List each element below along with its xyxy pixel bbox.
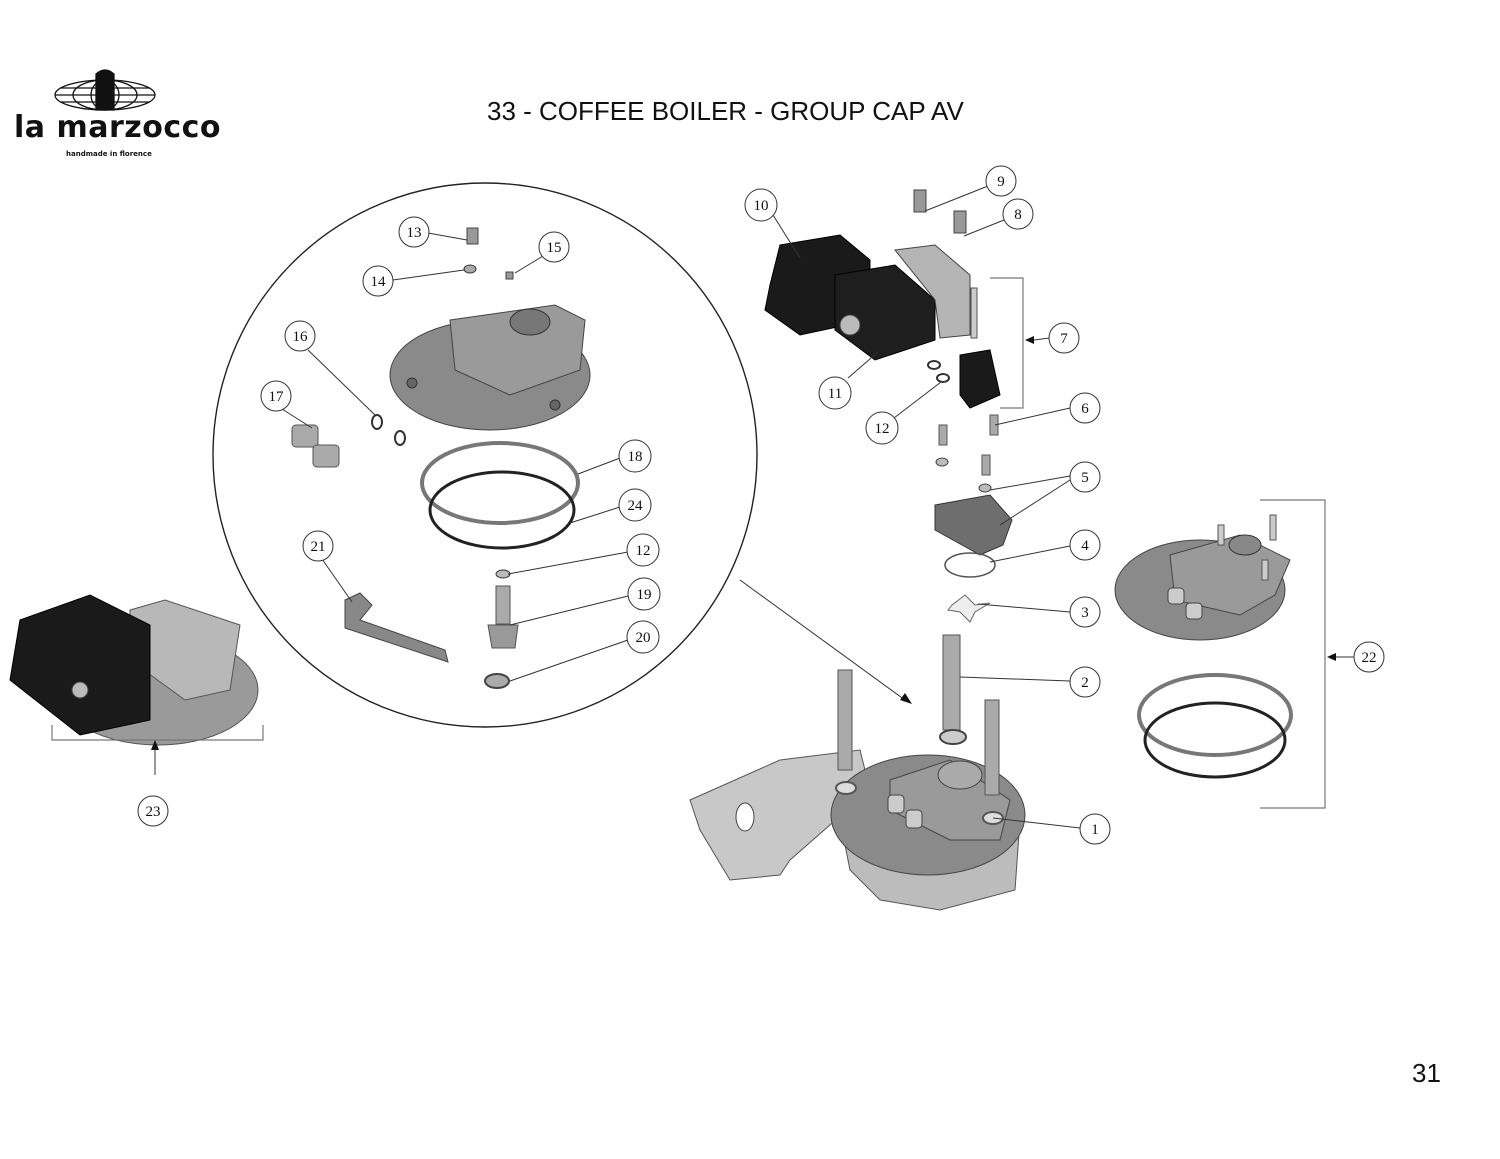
connector-7 xyxy=(959,349,1001,409)
svg-text:4: 4 xyxy=(1081,538,1089,554)
callout-12-top: 12 xyxy=(865,381,942,445)
callout-5: 5 xyxy=(989,461,1101,526)
callout-4: 4 xyxy=(989,529,1101,563)
svg-text:16: 16 xyxy=(293,329,309,345)
valve-body-block xyxy=(894,244,971,339)
callout-24: 24 xyxy=(569,488,652,524)
svg-text:5: 5 xyxy=(1081,470,1089,486)
screw-9 xyxy=(913,189,927,213)
gasket-24 xyxy=(428,470,576,550)
bent-tube-21 xyxy=(344,592,449,663)
callout-10: 10 xyxy=(744,188,801,259)
callout-1: 1 xyxy=(992,813,1111,845)
screws-6 xyxy=(935,414,999,493)
callout-21: 21 xyxy=(302,530,353,603)
callout-2: 2 xyxy=(959,666,1101,698)
svg-text:17: 17 xyxy=(269,389,285,405)
svg-text:13: 13 xyxy=(407,225,422,241)
plug-15 xyxy=(505,271,514,280)
svg-text:1: 1 xyxy=(1091,822,1099,838)
svg-text:6: 6 xyxy=(1081,401,1089,417)
washer-20 xyxy=(484,673,510,689)
callout-7: 7 xyxy=(1033,322,1080,354)
brand-name: la marzocco xyxy=(14,110,222,145)
long-screw-2 xyxy=(942,634,961,731)
callout-18: 18 xyxy=(577,439,652,475)
page-title: 33 - COFFEE BOILER - GROUP CAP AV xyxy=(487,96,964,126)
svg-text:7: 7 xyxy=(1060,331,1068,347)
callout-6: 6 xyxy=(994,392,1101,426)
o-ring-4 xyxy=(944,552,996,578)
brand-tagline: handmade in florence xyxy=(66,150,152,158)
callout-22: 22 xyxy=(1336,641,1385,673)
screw-13 xyxy=(466,227,479,245)
diffuser-3 xyxy=(947,594,991,623)
detail-arrowhead xyxy=(900,693,912,704)
svg-text:12: 12 xyxy=(636,543,651,559)
callout-11: 11 xyxy=(818,351,879,410)
svg-text:20: 20 xyxy=(636,630,651,646)
group-cap-valve-assembly-23 xyxy=(9,594,264,775)
fittings-17 xyxy=(291,424,340,468)
callout-9: 9 xyxy=(924,165,1017,212)
svg-text:24: 24 xyxy=(628,498,644,514)
svg-text:14: 14 xyxy=(371,274,387,290)
detail-circle xyxy=(212,182,758,728)
globe-lion-emblem xyxy=(54,69,156,111)
page-number: 31 xyxy=(1412,1058,1441,1088)
bracket-7 xyxy=(990,277,1024,409)
callout-13: 13 xyxy=(398,216,468,248)
arrow-7 xyxy=(1025,336,1034,344)
washer-14 xyxy=(463,264,477,274)
callout-3: 3 xyxy=(977,596,1101,628)
svg-text:19: 19 xyxy=(637,587,652,603)
flange-5 xyxy=(934,494,1013,556)
callout-17: 17 xyxy=(260,380,313,429)
detail-leader-line xyxy=(739,579,906,701)
coffee-boiler-group-head xyxy=(689,669,1026,911)
screw-8 xyxy=(953,210,967,234)
svg-text:22: 22 xyxy=(1362,650,1377,666)
callout-8: 8 xyxy=(963,198,1034,237)
callout-15: 15 xyxy=(514,231,570,274)
callout-23: 23 xyxy=(137,795,169,827)
callout-20: 20 xyxy=(509,620,660,682)
jet-19 xyxy=(487,585,519,649)
svg-text:9: 9 xyxy=(997,174,1005,190)
callout-16: 16 xyxy=(284,320,376,416)
svg-text:2: 2 xyxy=(1081,675,1089,691)
solenoid-valve-11 xyxy=(834,264,936,361)
callout-19: 19 xyxy=(509,577,661,626)
long-screw-7 xyxy=(970,287,978,339)
callout-14: 14 xyxy=(362,265,465,297)
arrow-22 xyxy=(1327,653,1336,661)
washer-2 xyxy=(939,729,967,745)
svg-text:10: 10 xyxy=(754,198,769,214)
svg-text:21: 21 xyxy=(311,539,326,555)
svg-text:15: 15 xyxy=(547,240,562,256)
svg-text:12: 12 xyxy=(875,421,890,437)
group-cap-assembly-22 xyxy=(1114,499,1326,809)
washer-12-detail xyxy=(495,569,511,579)
group-cap-plate xyxy=(389,304,591,431)
svg-text:11: 11 xyxy=(828,386,842,402)
svg-text:23: 23 xyxy=(146,804,161,820)
washers-16 xyxy=(371,414,406,446)
washers-12 xyxy=(927,360,950,383)
svg-text:3: 3 xyxy=(1081,605,1089,621)
svg-text:18: 18 xyxy=(628,449,643,465)
svg-text:8: 8 xyxy=(1014,207,1022,223)
brand-logo xyxy=(54,69,156,111)
callouts: 1 2 3 4 5 6 7 8 9 10 11 12 12 13 14 15 1… xyxy=(137,165,1385,845)
o-ring-18 xyxy=(420,441,580,525)
callout-12-detail: 12 xyxy=(507,533,660,575)
